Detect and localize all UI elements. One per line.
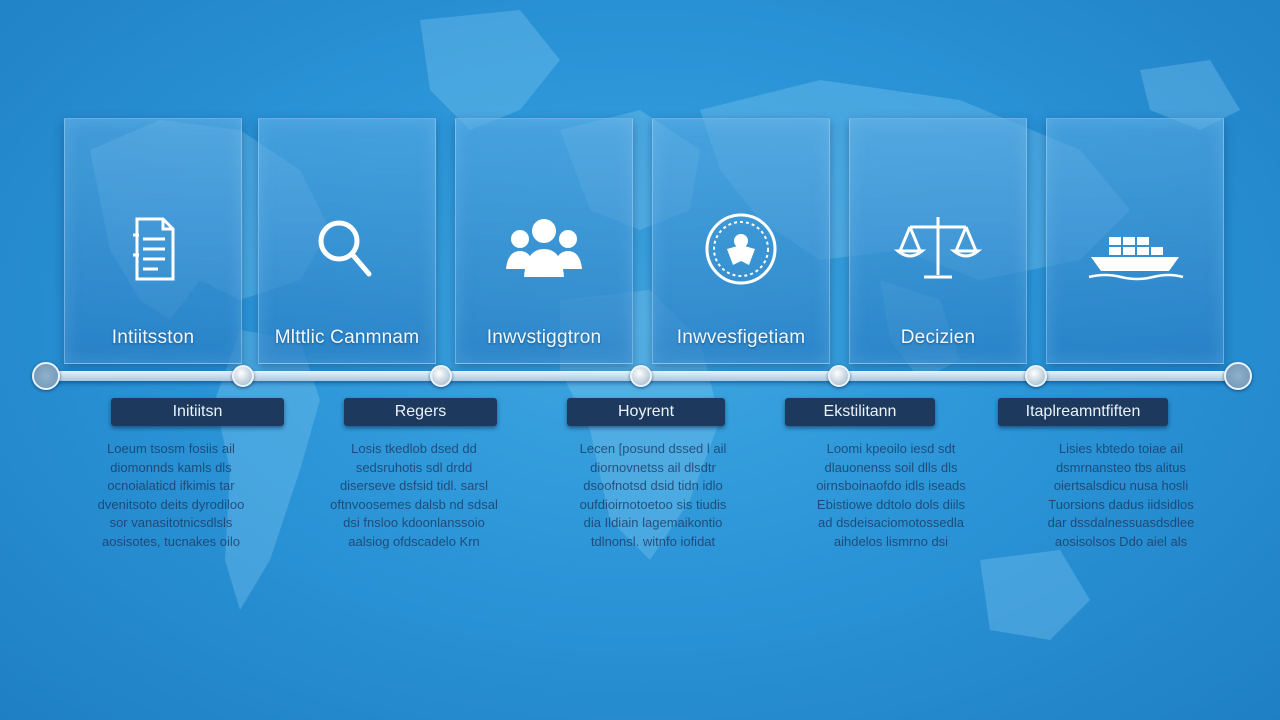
desc-line: ad dsdeisaciomotossedla bbox=[818, 515, 964, 530]
desc-line: Lecen [posund dssed l ail bbox=[579, 441, 727, 456]
timeline-node bbox=[430, 365, 452, 387]
step-description-2: Losis tkedlob dsed dd sedsruhotis sdl dr… bbox=[329, 440, 499, 551]
document-icon bbox=[133, 217, 175, 281]
card-label: Mlttlic Canmnam bbox=[274, 327, 420, 348]
desc-line: Loeum tsosm fosiis ail bbox=[107, 441, 235, 456]
step-description-5: Lisies kbtedo toiae ail dsmrnansteo tbs … bbox=[1036, 440, 1206, 551]
people-icon bbox=[506, 219, 582, 277]
card-label: Intiitsston bbox=[111, 327, 195, 348]
step-tag-3: Hoyrent bbox=[567, 398, 725, 426]
desc-line: oufdioirnotoetoo sis tiudis bbox=[579, 496, 727, 512]
step-tag-2: Regers bbox=[344, 398, 497, 426]
desc-line: Tuorsions dadus iidsidlos bbox=[1048, 496, 1194, 512]
desc-line: aosisolsos Ddo aiel als bbox=[1054, 533, 1188, 549]
desc-line: Loomi kpeoilo iesd sdt bbox=[826, 441, 956, 456]
card-label: Inwvstiggtron bbox=[486, 327, 602, 348]
desc-line: diornovnetss ail dlsdtr bbox=[590, 459, 716, 475]
desc-line: aalsiog ofdscadelo Krn bbox=[348, 533, 480, 549]
magnifier-icon bbox=[318, 220, 372, 277]
timeline-node bbox=[828, 365, 850, 387]
desc-line: ocnoialaticd ifkimis tar bbox=[107, 478, 235, 493]
step-card-3[interactable]: Inwvstiggtron bbox=[455, 118, 633, 364]
seal-icon bbox=[705, 213, 777, 285]
desc-line: aosisotes, tucnakes oilo bbox=[101, 533, 241, 549]
timeline-end-node bbox=[1224, 362, 1252, 390]
desc-line: dsmrnansteo tbs alitus bbox=[1055, 459, 1187, 475]
desc-line: sor vanasitotnicsdlsls bbox=[109, 515, 233, 530]
desc-line: oirnsboinaofdo idls iseads bbox=[816, 478, 966, 493]
desc-line: Ebistiowe ddtolo dols diils bbox=[816, 496, 966, 512]
step-description-1: Loeum tsosm fosiis ail diomonnds kamls d… bbox=[86, 440, 256, 551]
ship-icon bbox=[1088, 237, 1184, 281]
step-tag-5: Itaplreamntfiften bbox=[998, 398, 1168, 426]
desc-line: dsoofnotsd dsid tidn idlo bbox=[583, 478, 723, 493]
step-tag-4: Ekstilitann bbox=[785, 398, 935, 426]
desc-line: oftnvoosemes dalsb nd sdsal bbox=[330, 496, 498, 512]
desc-line: tdlnonsl. witnfo iofidat bbox=[590, 533, 716, 549]
card-label: Decizien bbox=[900, 327, 976, 348]
step-description-4: Loomi kpeoilo iesd sdt dlauonenss soil d… bbox=[806, 440, 976, 551]
desc-line: Lisies kbtedo toiae ail bbox=[1058, 441, 1184, 456]
desc-line: dsi fnsloo kdoonlanssoio bbox=[343, 515, 485, 530]
desc-line: dvenitsoto deits dyrodiloo bbox=[97, 496, 245, 512]
desc-line: dar dssdalnessuasdsdlee bbox=[1047, 515, 1195, 530]
desc-line: diomonnds kamls dls bbox=[110, 459, 232, 475]
card-label: Inwvesfigetiam bbox=[676, 327, 806, 348]
desc-line: dia Ildiain lagemaikontio bbox=[583, 515, 723, 530]
desc-line: dlauonenss soil dlls dls bbox=[824, 459, 958, 475]
desc-line: aihdelos lismrno dsi bbox=[833, 533, 949, 549]
desc-line: diserseve dsfsid tidl. sarsl bbox=[339, 478, 489, 493]
step-card-2[interactable]: Mlttlic Canmnam bbox=[258, 118, 436, 364]
step-description-3: Lecen [posund dssed l ail diornovnetss a… bbox=[568, 440, 738, 551]
step-card-1[interactable]: Intiitsston bbox=[64, 118, 242, 364]
step-card-5[interactable]: Decizien bbox=[849, 118, 1027, 364]
desc-line: sedsruhotis sdl drdd bbox=[355, 459, 473, 475]
scales-icon bbox=[893, 217, 983, 279]
timeline-node bbox=[1025, 365, 1047, 387]
step-card-4[interactable]: Inwvesfigetiam bbox=[652, 118, 830, 364]
timeline-start-node bbox=[32, 362, 60, 390]
step-tag-1: Initiitsn bbox=[111, 398, 284, 426]
step-card-6[interactable] bbox=[1046, 118, 1224, 364]
timeline-node bbox=[630, 365, 652, 387]
timeline-node bbox=[232, 365, 254, 387]
desc-line: oiertsalsdicu nusa hosli bbox=[1053, 478, 1189, 493]
desc-line: Losis tkedlob dsed dd bbox=[351, 441, 477, 456]
